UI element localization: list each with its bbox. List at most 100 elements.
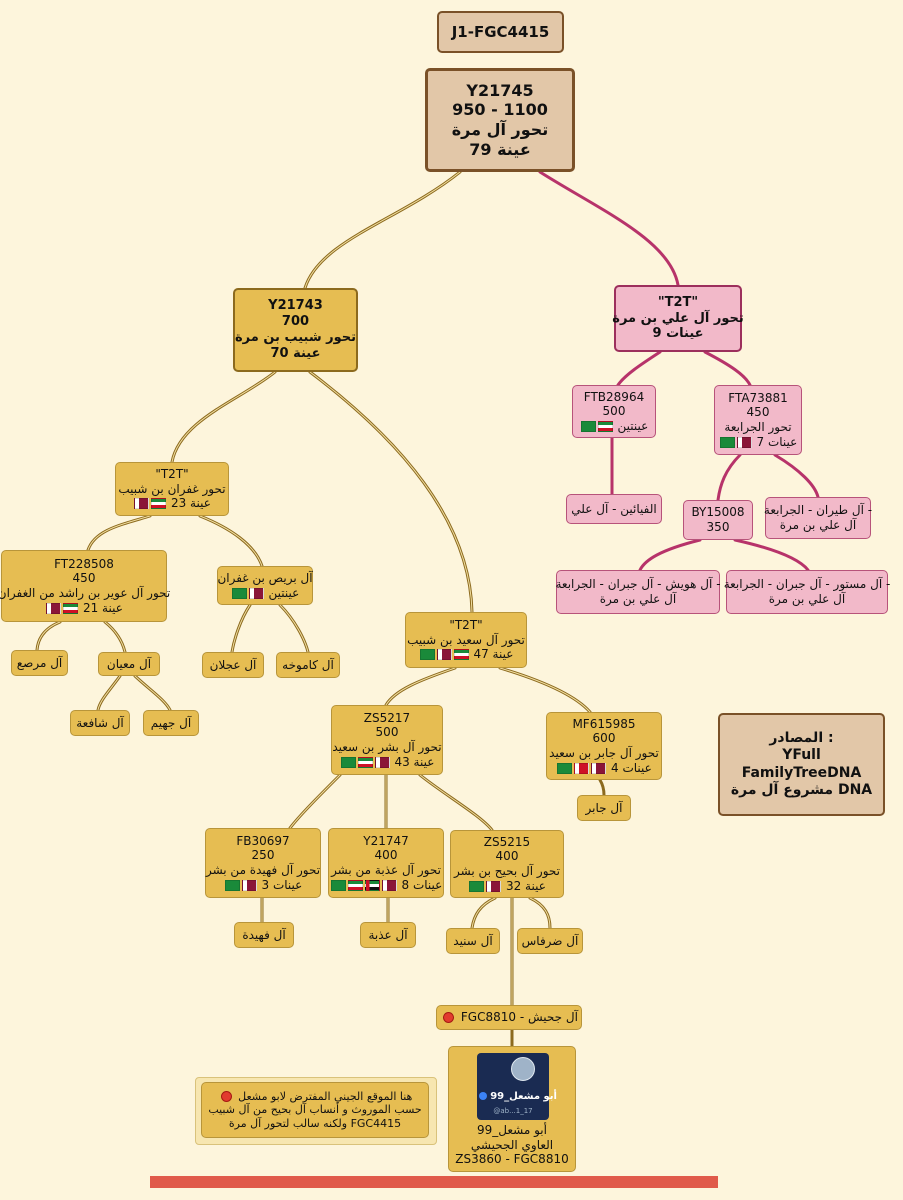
- node-t2t-saeed-name: تحور آل سعيد بن شبيب: [407, 632, 525, 647]
- node-y21747-samples-row: 8 عينات: [330, 877, 443, 893]
- node-ftb28964-id: FTB28964: [583, 389, 645, 404]
- node-fb30697-years: 250: [251, 848, 275, 863]
- flag-kuwait-icon: [347, 879, 363, 891]
- node-y21747-samples: 8 عينات: [401, 877, 443, 892]
- node-mf615985-years: 600: [592, 731, 616, 746]
- link-brais-ajlan: [230, 603, 252, 654]
- link-y21745-y21743: [303, 170, 462, 290]
- link-brais-kamukha: [278, 603, 310, 654]
- node-by15008[interactable]: BY15008 350: [683, 500, 753, 540]
- flag-saudi-icon: [557, 762, 573, 774]
- node-ftb28964-years: 500: [602, 404, 626, 419]
- leaf-fuhaida-label: آل فهيدة: [242, 927, 286, 942]
- link-by15008-mastour: [733, 538, 810, 572]
- node-y21747[interactable]: Y21747 400 تحور آل عذبة من بشر 8 عينات: [328, 828, 444, 898]
- node-zs5215-years: 400: [495, 849, 519, 864]
- node-y21745-name: تحور آل مرة: [451, 120, 549, 139]
- link-ghofran-brais: [198, 514, 264, 568]
- flag-saudi-icon: [330, 879, 346, 891]
- node-t2t-ghofran-id: "T2T": [155, 467, 189, 482]
- link-saeed-mf615985: [498, 666, 592, 714]
- leaf-fuhaida[interactable]: آل فهيدة: [234, 922, 294, 948]
- leaf-fiyaithin[interactable]: الفيائين - آل علي: [566, 494, 662, 524]
- leaf-sunaid-label: آل سنيد: [453, 933, 493, 948]
- node-y21747-id: Y21747: [363, 833, 409, 848]
- node-fgc8810[interactable]: FGC8810 - آل جحيش: [436, 1005, 582, 1030]
- node-y21743-years: 700: [281, 314, 310, 330]
- link-ali-fta73881: [703, 350, 752, 387]
- link-ft228508-miyan: [103, 620, 127, 654]
- node-ft228508[interactable]: FT228508 450 تحور آل عوير بن راشد من الغ…: [0, 550, 170, 622]
- node-fgc8810-label: FGC8810 - آل جحيش: [460, 1010, 578, 1025]
- leaf-ajlan[interactable]: آل عجلان: [202, 652, 264, 678]
- node-mf615985[interactable]: MF615985 600 تحور آل جابر بن سعيد 4 عينا…: [546, 712, 662, 780]
- leaf-tairan-line1: آل طيران - الجرابعة -: [763, 503, 873, 518]
- leaf-juhaim[interactable]: آل جهيم: [143, 710, 199, 736]
- leaf-hawish[interactable]: آل هويش - آل جبران - الجرابعة - آل علي ب…: [555, 570, 721, 614]
- node-y21743-id: Y21743: [268, 298, 323, 314]
- node-fb30697-name: تحور آل فهيدة من بشر: [205, 863, 321, 877]
- red-dot-icon: [443, 1012, 455, 1024]
- leaf-kamukha[interactable]: آل كاموخه: [276, 652, 340, 678]
- leaf-jaber[interactable]: آل جابر: [577, 795, 631, 821]
- leaf-dharfas[interactable]: آل ضرفاس: [517, 928, 583, 954]
- link-fta73881-tairan: [773, 453, 820, 499]
- leaf-mirsa-label: آل مرصع: [16, 655, 63, 670]
- flag-qatar-icon: [374, 756, 390, 768]
- node-fta73881-samples-row: 7 عينات: [719, 435, 797, 450]
- flag-qatar-icon: [248, 587, 264, 599]
- node-fb30697-id: FB30697: [236, 833, 290, 848]
- node-zs5217[interactable]: ZS5217 500 تحور آل بشر بن سعيد 43 عينة: [331, 705, 443, 775]
- node-fta73881-name: تحور الجرابعة: [724, 420, 792, 434]
- node-zs5215[interactable]: ZS5215 400 تحور آل بحيح بن بشر 32 عينة: [450, 830, 564, 898]
- leaf-sunaid[interactable]: آل سنيد: [446, 928, 500, 954]
- note-line3: ولكنه سالب لتحور آل مرة FGC4415: [228, 1116, 402, 1130]
- profile-card-name: أبو مشعل_99: [490, 1091, 557, 1102]
- note-box: هنا الموقع الجيني المفترض لابو مشعل حسب …: [201, 1082, 429, 1138]
- node-zs5217-name: تحور آل بشر بن سعيد: [332, 740, 442, 754]
- note-line1: هنا الموقع الجيني المفترض لابو مشعل: [238, 1089, 413, 1103]
- leaf-miyan-label: آل معيان: [106, 656, 152, 671]
- node-t2t-saeed[interactable]: "T2T" تحور آل سعيد بن شبيب 47 عينة: [405, 612, 527, 668]
- node-t2t-ghofran[interactable]: "T2T" تحور غفران بن شبيب 23 عينة: [115, 462, 229, 516]
- leaf-mirsa[interactable]: آل مرصع: [11, 650, 68, 676]
- leaf-juhaim-label: آل جهيم: [150, 715, 192, 730]
- node-zs5217-id: ZS5217: [363, 710, 411, 725]
- flag-saudi-icon: [719, 436, 735, 448]
- node-t2t-saeed-samples: 47 عينة: [473, 647, 514, 662]
- leaf-shafia[interactable]: آل شافعة: [70, 710, 130, 736]
- node-fgc8810-row: FGC8810 - آل جحيش: [440, 1010, 578, 1025]
- node-t2t-ghofran-samples-row: 23 عينة: [133, 496, 211, 511]
- leaf-athba[interactable]: آل عذبة: [360, 922, 416, 948]
- node-mf615985-samples-row: 4 عينات: [556, 761, 652, 776]
- node-t2t-ali-name: تحور آل علي بن مرة: [612, 310, 744, 326]
- leaf-mastour[interactable]: آل مستور - آل جبران - الجرابعة - آل علي …: [724, 570, 890, 614]
- node-fb30697[interactable]: FB30697 250 تحور آل فهيدة من بشر 3 عينات: [205, 828, 321, 898]
- node-ftb28964[interactable]: FTB28964 500 عينتين: [572, 385, 656, 438]
- leaf-miyan[interactable]: آل معيان: [98, 652, 160, 676]
- node-fta73881-id: FTA73881: [728, 390, 788, 405]
- node-y21743[interactable]: Y21743 700 تحور شبيب بن مرة 70 عينة: [233, 288, 358, 372]
- node-fta73881[interactable]: FTA73881 450 تحور الجرابعة 7 عينات: [714, 385, 802, 455]
- node-y21745[interactable]: Y21745 950 - 1100 تحور آل مرة 79 عينة: [425, 68, 575, 172]
- leaf-athba-label: آل عذبة: [368, 927, 408, 942]
- link-ghofran-ft228508: [86, 514, 152, 552]
- node-zs5215-name: تحور آل بحيح بن بشر: [454, 864, 560, 878]
- profile-line2: العاوي الجحيشي: [470, 1137, 554, 1152]
- profile-line3: ZS3860 - FGC8810: [455, 1152, 569, 1167]
- node-y21747-years: 400: [374, 848, 398, 863]
- leaf-tairan[interactable]: آل طيران - الجرابعة - آل علي بن مرة: [763, 497, 873, 539]
- node-t2t-ali[interactable]: "T2T" تحور آل علي بن مرة 9 عينات: [612, 285, 744, 352]
- link-y21745-ali: [538, 170, 680, 287]
- flag-qatar-icon: [134, 498, 150, 510]
- node-brais-samples: عينتين: [268, 585, 300, 600]
- node-brais[interactable]: آل بريص بن غفران عينتين: [217, 566, 313, 605]
- link-mf615985-jaber: [598, 778, 606, 797]
- flag-saudi-icon: [580, 420, 596, 432]
- link-ft228508-mirsa: [35, 620, 62, 652]
- leaf-kamukha-label: آل كاموخه: [282, 657, 334, 672]
- link-by15008-hawish: [638, 538, 702, 572]
- node-mf615985-name: تحور آل جابر بن سعيد: [549, 746, 659, 760]
- link-y21743-ghofran: [170, 370, 277, 464]
